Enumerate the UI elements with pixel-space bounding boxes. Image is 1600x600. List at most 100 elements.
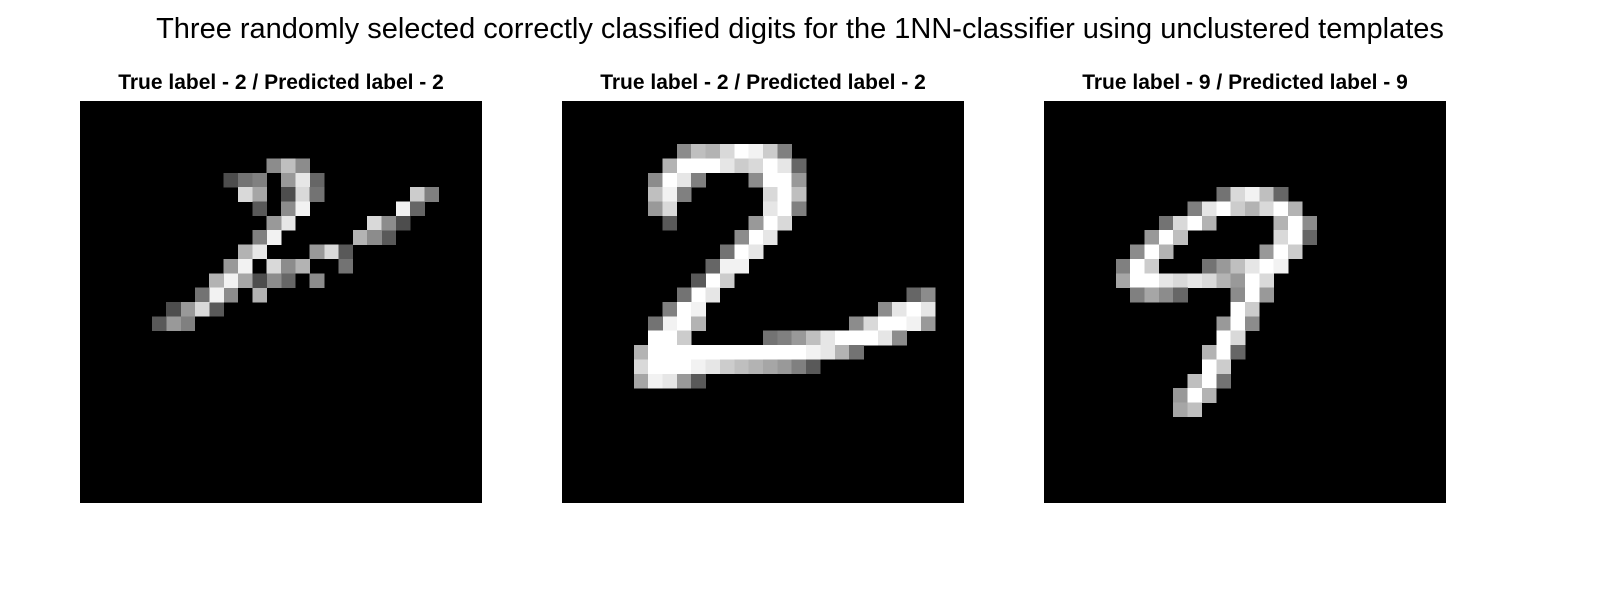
digit-pixel [1259, 201, 1275, 217]
panel-1-title: True label - 2 / Predicted label - 2 [118, 71, 444, 94]
digit-pixel [777, 158, 793, 174]
digit-pixel [424, 187, 440, 202]
digit-pixel [633, 345, 649, 360]
digit-pixel [849, 345, 864, 360]
digit-pixel [676, 345, 692, 360]
digit-pixel [763, 215, 778, 231]
digit-pixel [237, 172, 253, 188]
digit-pixel [763, 330, 778, 346]
digit-pixel [1230, 258, 1246, 274]
digit-pixel [648, 187, 663, 202]
digit-pixel [892, 316, 907, 332]
digit-pixel [1216, 187, 1231, 202]
digit-pixel [676, 316, 692, 332]
digit-pixel [1288, 244, 1303, 260]
digit-pixel [367, 215, 382, 231]
digit-svg-2 [562, 101, 964, 503]
digit-pixel [676, 172, 692, 188]
digit-pixel [791, 345, 807, 360]
digit-image-1 [80, 101, 482, 503]
digit-pixel [1173, 388, 1188, 403]
digit-pixel [806, 359, 821, 375]
digit-pixel [252, 201, 267, 217]
digit-pixel [1187, 201, 1203, 217]
digit-pixel [338, 258, 354, 274]
digit-pixel [352, 230, 368, 245]
digit-pixel [748, 345, 764, 360]
digit-pixel [691, 158, 706, 174]
panel-1: True label - 2 / Predicted label - 2 [80, 70, 482, 503]
digit-pixel [877, 302, 893, 317]
digit-pixel [863, 316, 879, 332]
digit-pixel [1245, 287, 1260, 303]
digit-pixel [920, 316, 936, 332]
digit-pixel [820, 330, 836, 346]
digit-pixel [266, 273, 282, 288]
digit-pixel [662, 158, 678, 174]
digit-pixel [1173, 230, 1188, 245]
digit-pixel [381, 230, 397, 245]
digit-pixel [1216, 359, 1231, 375]
digit-pixel [1245, 316, 1260, 332]
digit-pixel [266, 258, 282, 274]
digit-pixel [1201, 273, 1217, 288]
digit-pixel [834, 345, 850, 360]
digit-pixel [1158, 244, 1174, 260]
digit-pixel [1230, 287, 1246, 303]
digit-pixel [1216, 330, 1231, 346]
digit-pixel [266, 158, 282, 174]
digit-pixel [281, 172, 296, 188]
digit-pixel [151, 316, 167, 332]
digit-pixel [1230, 316, 1246, 332]
digit-pixel [691, 302, 706, 317]
digit-pixel [1130, 258, 1145, 274]
digit-pixel [1187, 388, 1203, 403]
digit-pixel [1245, 187, 1260, 202]
digit-pixel [734, 244, 749, 260]
digit-pixel [906, 316, 922, 332]
digit-pixel [849, 316, 864, 332]
digit-pixel [252, 273, 267, 288]
digit-pixel [705, 144, 721, 159]
digit-pixel [281, 273, 296, 288]
digit-pixel [237, 258, 253, 274]
digit-pixel [777, 359, 793, 375]
digit-pixel [863, 330, 879, 346]
digit-image-2 [562, 101, 964, 503]
digit-pixel [1216, 258, 1231, 274]
digit-pixel [662, 359, 678, 375]
digit-pixel [763, 187, 778, 202]
digit-pixel [1259, 258, 1275, 274]
digit-pixel [719, 144, 735, 159]
digit-pixel [1245, 273, 1260, 288]
digit-pixel [281, 258, 296, 274]
digit-pixel [1259, 187, 1275, 202]
digit-pixel [1230, 330, 1246, 346]
digit-pixel [648, 373, 663, 389]
digit-pixel [1201, 388, 1217, 403]
digit-pixel [777, 187, 793, 202]
digit-image-3 [1044, 101, 1446, 503]
digit-pixel [1302, 215, 1318, 231]
digit-pixel [892, 330, 907, 346]
digit-pixel [719, 359, 735, 375]
digit-pixel [1230, 273, 1246, 288]
digit-pixel [791, 201, 807, 217]
digit-pixel [266, 215, 282, 231]
digit-pixel [252, 187, 267, 202]
digit-pixel [676, 302, 692, 317]
digit-pixel [719, 273, 735, 288]
digit-pixel [676, 330, 692, 346]
digit-pixel [734, 359, 749, 375]
digit-pixel [676, 359, 692, 375]
digit-pixel [791, 187, 807, 202]
digit-pixel [806, 345, 821, 360]
digit-pixel [1144, 244, 1160, 260]
digit-pixel [734, 345, 749, 360]
digit-svg-3 [1044, 101, 1446, 503]
digit-pixel [791, 330, 807, 346]
digit-pixel [691, 144, 706, 159]
digit-pixel [719, 244, 735, 260]
digit-svg-1 [80, 101, 482, 503]
digit-pixel [806, 330, 821, 346]
